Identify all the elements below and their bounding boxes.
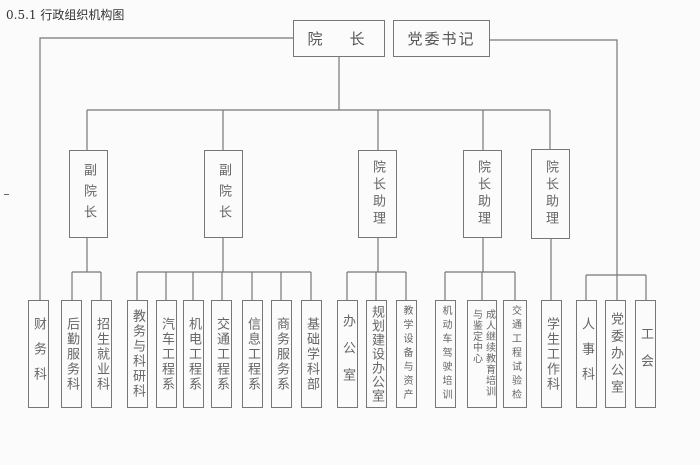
dept-basic-sciences: 基础学科部 [301,300,322,408]
dept-party-office: 党委办公室 [605,300,626,408]
line-party [490,39,618,300]
assistant-president-box-1: 院长助理 [358,150,397,238]
page-title: 0.5.1 行政组织机构图 [6,8,125,22]
dept-trade-union: 工会 [635,300,656,408]
dept-logistics: 后勤服务科 [61,300,82,408]
margin-mark [4,194,9,195]
adult-center-col-2: 与鉴定中心 [470,309,482,364]
vice-president-box-1: 副院长 [69,150,108,238]
dept-teaching-equipment: 教学设备与资产 [396,300,417,408]
dept-electromechanical: 机电工程系 [183,300,204,408]
dept-student-affairs: 学生工作科 [541,300,562,408]
dept-driver-training: 机动车驾驶培训 [435,300,456,408]
dept-business-services: 商务服务系 [271,300,292,408]
dept-automotive: 汽车工程系 [156,300,177,408]
dept-academic-research: 教务与科研科 [127,300,148,408]
dept-information-engineering: 信息工程系 [242,300,263,408]
line-finance [39,37,293,300]
dept-traffic-testing: 交通工程试验检 [503,300,527,408]
vice-president-box-2: 副院长 [204,150,243,238]
president-box: 院 长 [293,20,385,57]
dept-office: 办公室 [337,300,358,408]
assistant-president-box-2: 院长助理 [463,150,502,238]
dept-admissions: 招生就业科 [91,300,112,408]
adult-center-col-1: 成人继续教育培训 [483,309,495,397]
assistant-president-box-3: 院长助理 [531,149,570,239]
dept-adult-education-center: 成人继续教育培训 与鉴定中心 [467,300,497,408]
party-secretary-box: 党委书记 [393,20,490,57]
dept-traffic-engineering: 交通工程系 [211,300,232,408]
dept-finance: 财务科 [28,300,49,408]
dept-planning-construction: 规划建设办公室 [366,300,387,408]
dept-human-resources: 人事科 [576,300,597,408]
